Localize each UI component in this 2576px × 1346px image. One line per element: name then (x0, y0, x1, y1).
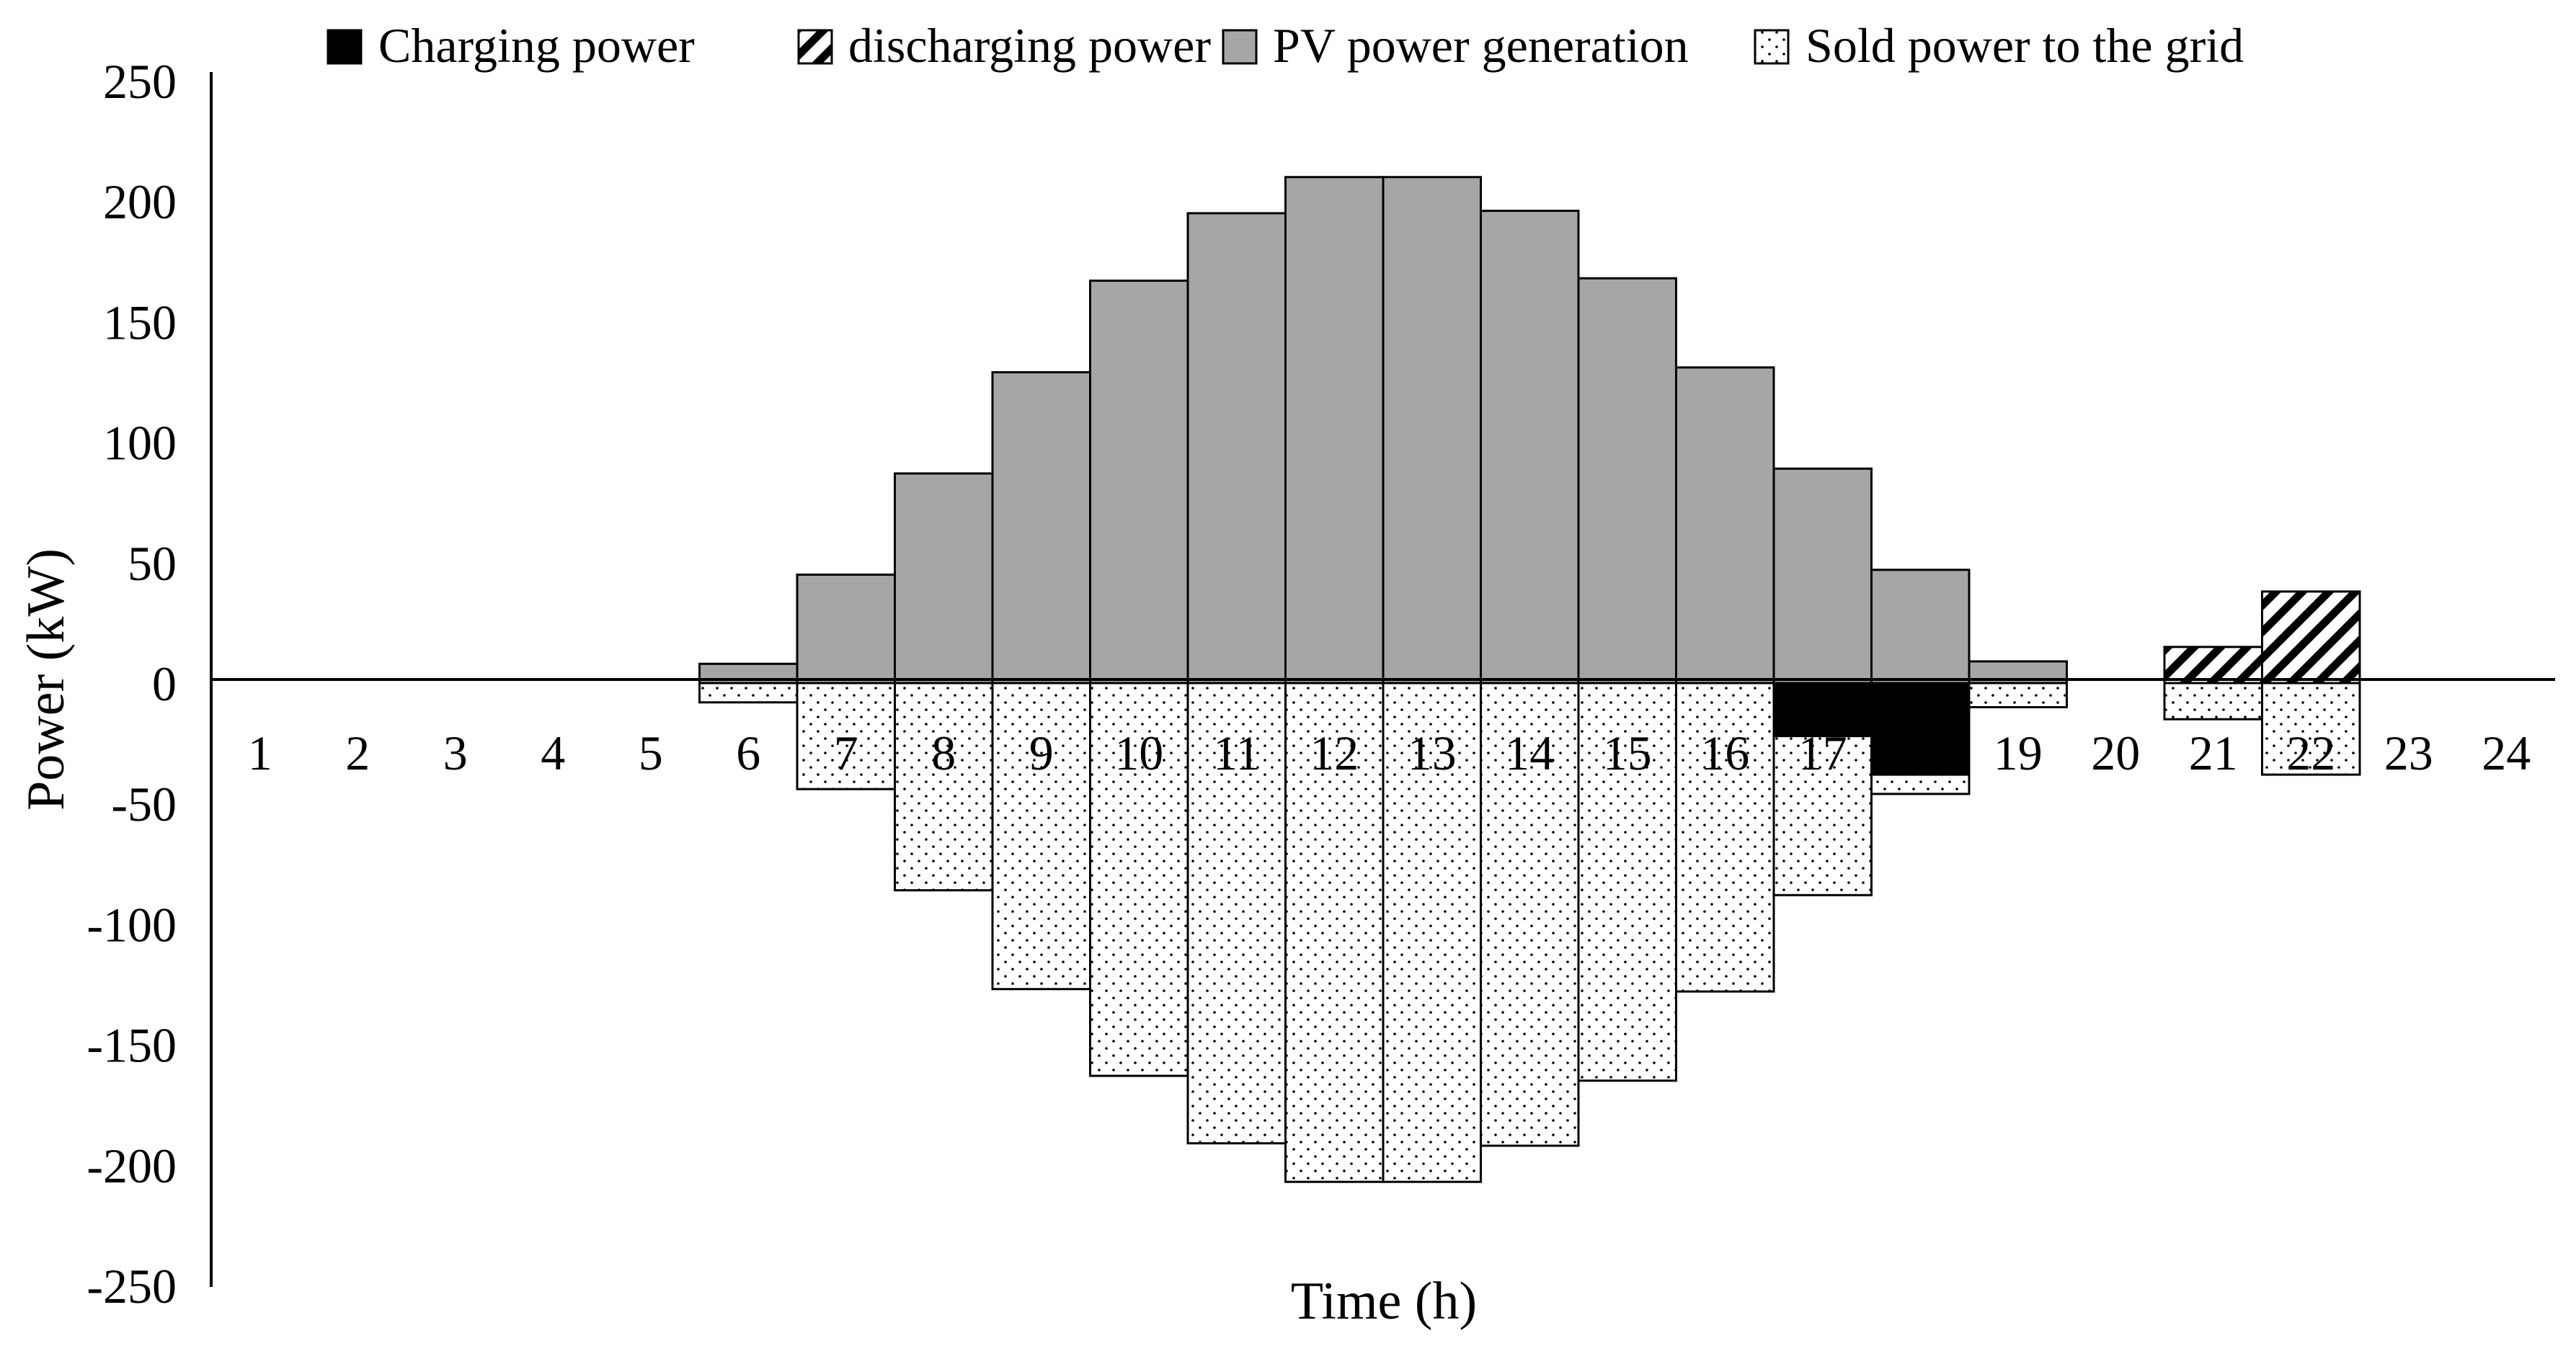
legend-swatch-pv (1222, 29, 1258, 65)
x-tick-label: 18 (1896, 726, 1945, 780)
y-tick-label: 100 (103, 416, 177, 471)
bar-sold-power-to-the-grid-14 (1480, 682, 1580, 1147)
y-axis-title: Power (kW) (17, 548, 76, 811)
bar-sold-power-to-the-grid-11 (1186, 682, 1287, 1145)
x-tick-label: 7 (834, 726, 858, 780)
bar-sold-power-to-the-grid-12 (1284, 682, 1385, 1183)
bar-pv-power-generation-17 (1772, 467, 1873, 685)
legend-label-charging: Charging power (378, 18, 695, 73)
y-tick-label: 200 (103, 174, 177, 229)
x-tick-label: 4 (541, 726, 565, 780)
bar-pv-power-generation-13 (1382, 176, 1482, 685)
x-tick-label: 23 (2384, 726, 2433, 780)
legend-label-sold: Sold power to the grid (1806, 18, 2244, 73)
y-tick-label: -150 (86, 1018, 177, 1073)
bar-pv-power-generation-14 (1480, 210, 1580, 685)
bar-sold-power-to-the-grid-7 (796, 682, 896, 790)
x-tick-label: 17 (1798, 726, 1847, 780)
bar-sold-power-to-the-grid-8 (894, 682, 994, 892)
x-tick-label: 15 (1603, 726, 1652, 780)
bar-discharging-power-21 (2163, 646, 2263, 685)
x-tick-label: 19 (1994, 726, 2043, 780)
bar-sold-power-to-the-grid-13 (1382, 682, 1482, 1183)
bar-sold-power-to-the-grid-9 (991, 682, 1091, 991)
x-tick-label: 16 (1700, 726, 1749, 780)
bar-sold-power-to-the-grid-6 (698, 682, 799, 704)
legend-label-pv: PV power generation (1273, 18, 1689, 73)
x-tick-label: 5 (639, 726, 663, 780)
x-tick-label: 10 (1114, 726, 1163, 780)
x-tick-label: 14 (1505, 726, 1554, 780)
bar-pv-power-generation-8 (894, 472, 994, 685)
bar-pv-power-generation-11 (1186, 212, 1287, 685)
x-tick-label: 2 (345, 726, 370, 780)
x-tick-label: 3 (443, 726, 468, 780)
bar-pv-power-generation-16 (1675, 366, 1775, 685)
bar-charging-power-18 (1870, 682, 1971, 776)
bar-sold-power-to-the-grid-21 (2163, 682, 2263, 721)
legend-swatch-discharging (797, 29, 833, 65)
bar-pv-power-generation-18 (1870, 569, 1971, 685)
bar-sold-power-to-the-grid-22 (2261, 682, 2361, 776)
x-tick-label: 11 (1213, 726, 1260, 780)
y-axis-ticks: 250 200 150 100 50 0 -50 -100 -150 -200 -250 (86, 54, 177, 1314)
bar-sold-power-to-the-grid-19 (1968, 682, 2068, 708)
x-axis-title: Time (h) (1291, 1272, 1477, 1331)
x-tick-label: 1 (248, 726, 272, 780)
y-tick-label: 150 (103, 295, 177, 349)
x-tick-label: 12 (1310, 726, 1359, 780)
legend: Charging power discharging power PV powe… (327, 18, 2244, 73)
legend-swatch-charging (327, 29, 363, 65)
y-tick-label: 0 (152, 656, 177, 711)
bar-pv-power-generation-15 (1577, 277, 1677, 685)
y-tick-label: -250 (86, 1259, 177, 1314)
bar-sold-power-to-the-grid-15 (1577, 682, 1677, 1082)
bar-pv-power-generation-7 (796, 574, 896, 685)
bar-sold-power-to-the-grid-10 (1089, 682, 1189, 1077)
y-tick-label: 50 (128, 536, 177, 591)
x-tick-label: 20 (2091, 726, 2140, 780)
legend-label-discharging: discharging power (848, 18, 1211, 73)
y-tick-label: -100 (86, 897, 177, 952)
bars (698, 176, 2361, 1183)
x-tick-label: 8 (931, 726, 956, 780)
y-tick-label: 250 (103, 54, 177, 109)
x-tick-label: 22 (2286, 726, 2335, 780)
x-tick-label: 9 (1029, 726, 1054, 780)
legend-swatch-sold (1754, 29, 1790, 65)
x-tick-label: 13 (1408, 726, 1457, 780)
x-tick-label: 21 (2189, 726, 2238, 780)
x-tick-label: 6 (736, 726, 760, 780)
y-tick-label: -200 (86, 1138, 177, 1193)
bar-pv-power-generation-9 (991, 371, 1091, 685)
bar-discharging-power-22 (2261, 590, 2361, 685)
bar-pv-power-generation-10 (1089, 280, 1189, 685)
x-tick-label: 24 (2482, 726, 2531, 780)
bar-pv-power-generation-12 (1284, 176, 1385, 685)
y-tick-label: -50 (111, 777, 177, 832)
